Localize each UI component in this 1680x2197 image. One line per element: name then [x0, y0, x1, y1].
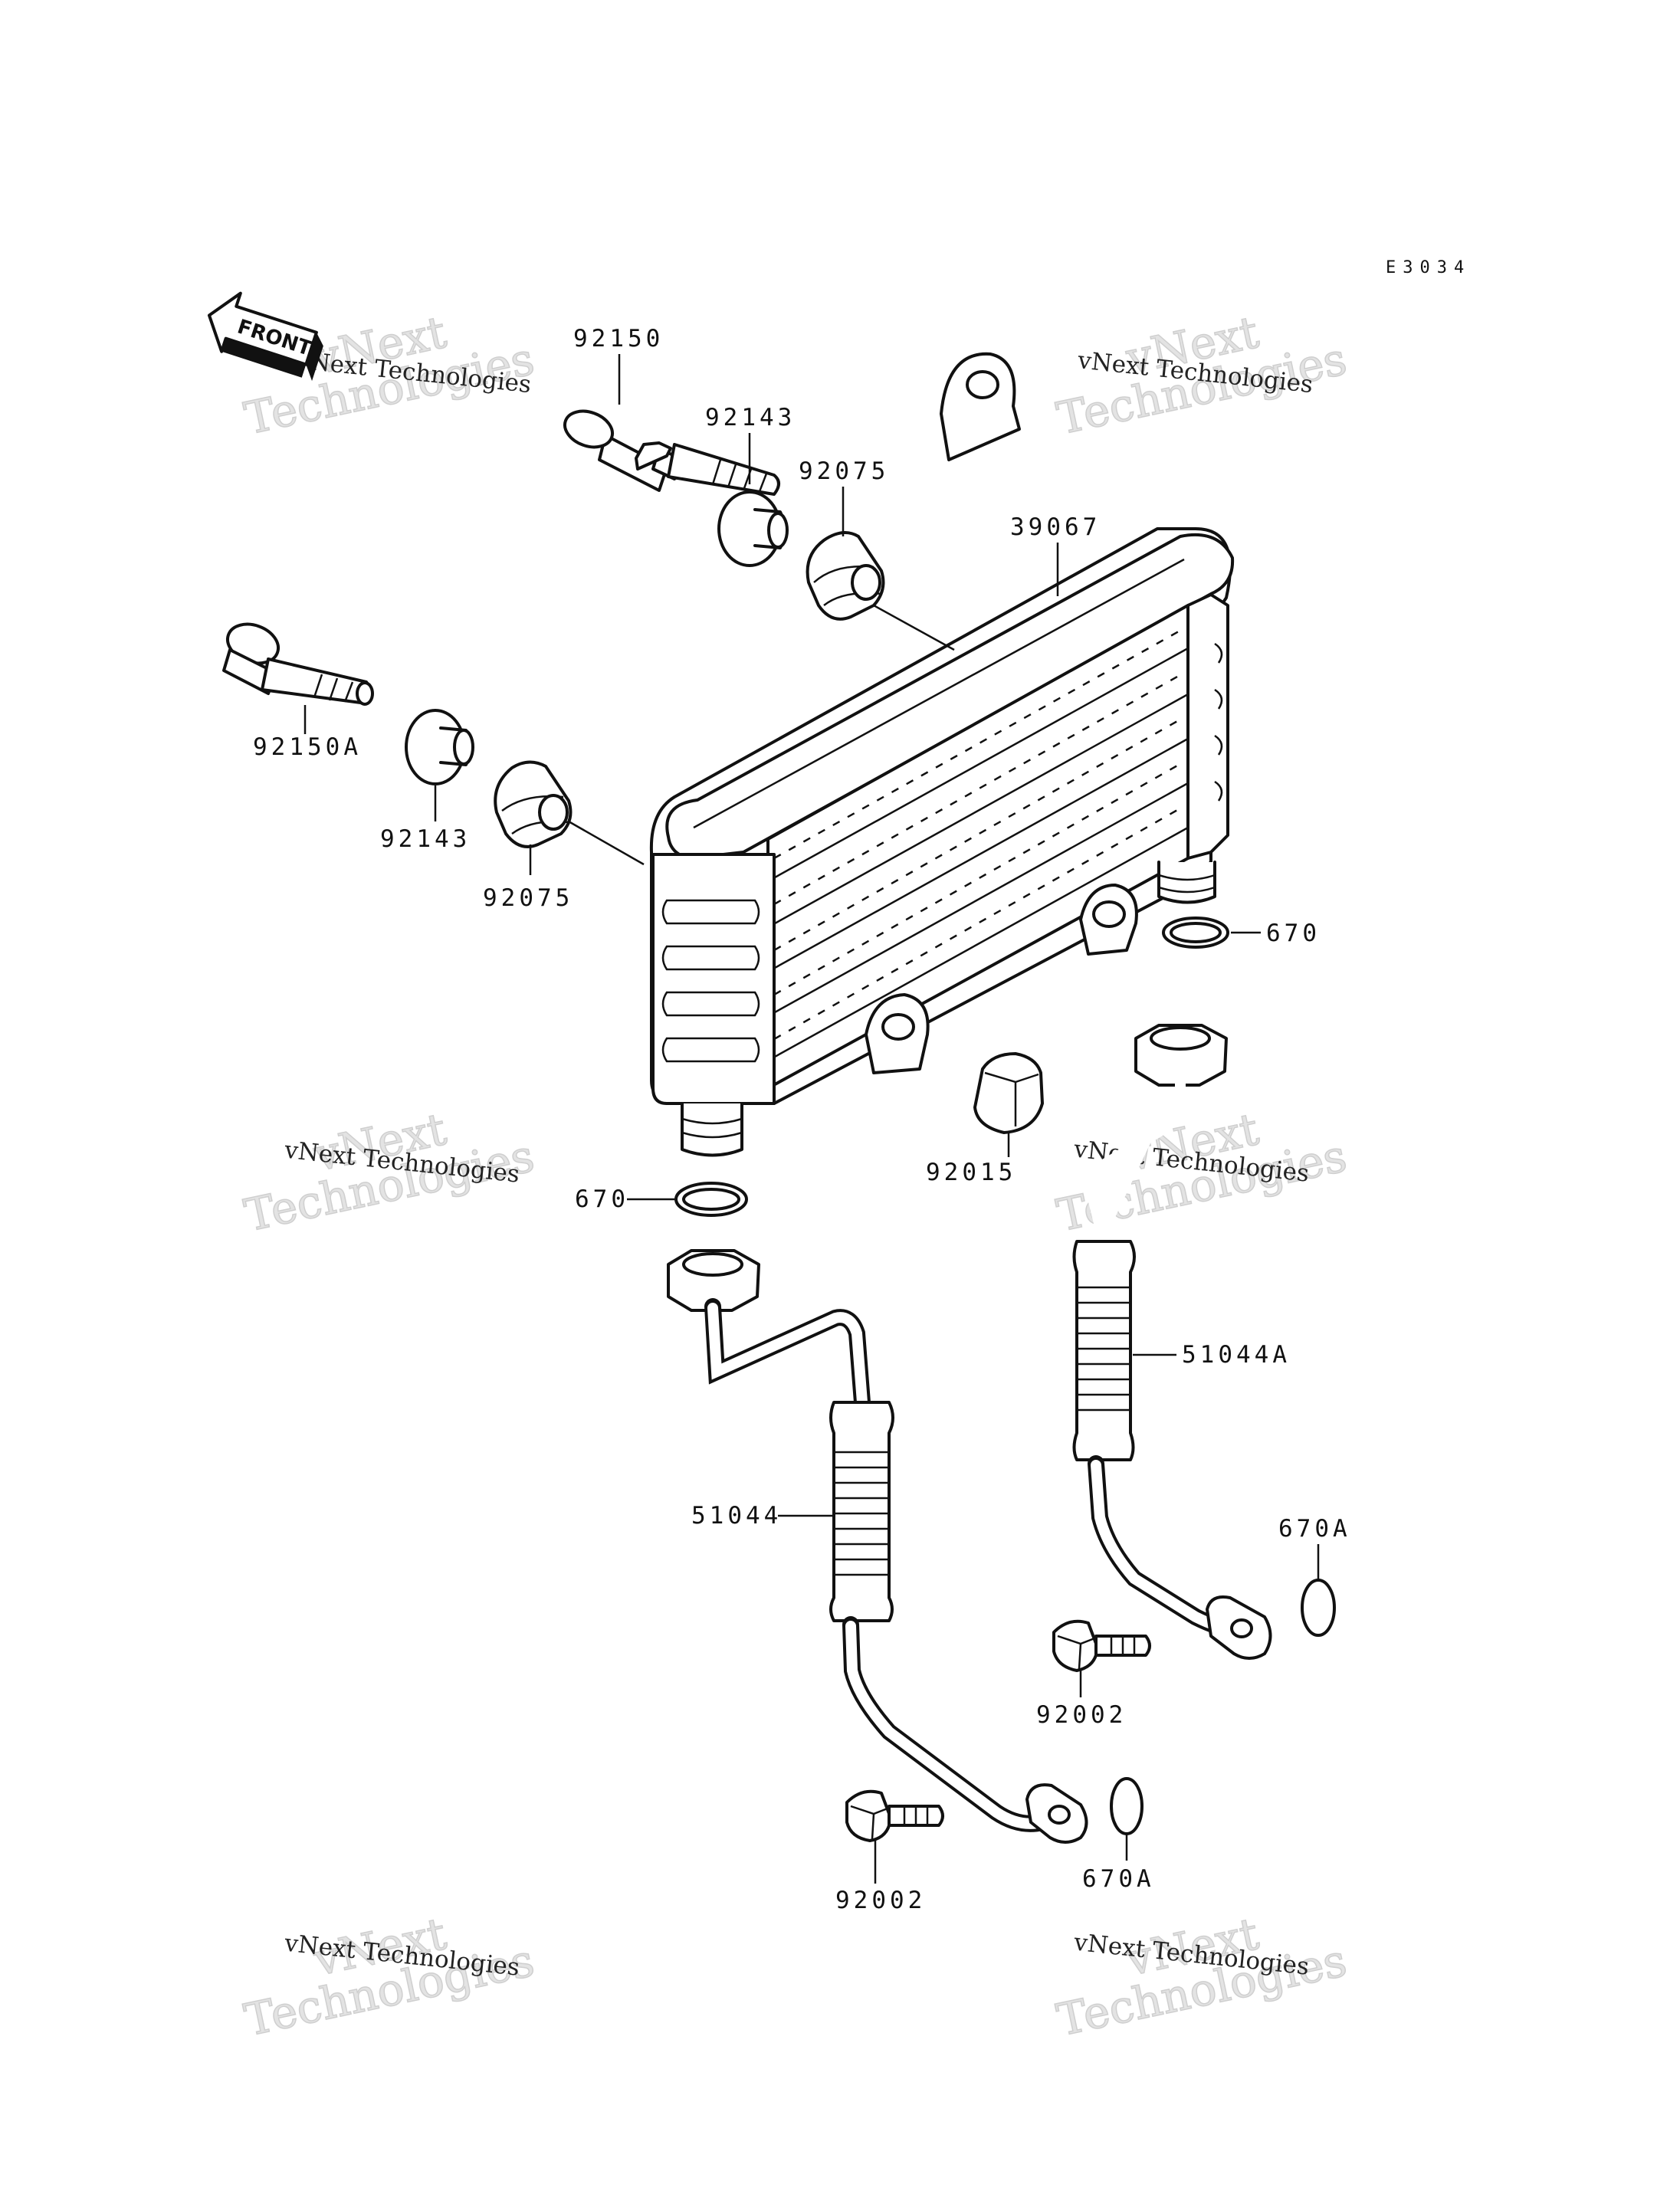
label-51044: 51044 [691, 1502, 782, 1530]
label-670-left: 670 [575, 1185, 629, 1213]
label-92002-lower: 92002 [835, 1887, 926, 1914]
cooler-outlet-right [1157, 861, 1216, 904]
front-arrow-icon: FRONT [207, 291, 323, 382]
label-39067: 39067 [1010, 513, 1101, 541]
o-ring-670A-lower-icon [1110, 1777, 1144, 1835]
oil-cooler-39067 [649, 352, 1235, 1157]
label-92150A: 92150A [253, 733, 362, 761]
collar-92143-top-icon [717, 490, 789, 567]
label-92075-top: 92075 [799, 457, 889, 485]
cap-92015-icon [973, 1052, 1044, 1134]
bolt-92002-lower-icon [845, 1789, 944, 1842]
leader-lines [304, 354, 1320, 1884]
diagram-code: E3034 [1386, 258, 1471, 277]
grommet-92075-left-icon [494, 760, 573, 848]
cooler-outlet-left [681, 1102, 743, 1157]
label-92150: 92150 [573, 325, 664, 353]
label-670A-right: 670A [1278, 1515, 1351, 1543]
label-670A-lower: 670A [1082, 1865, 1155, 1893]
bolt-92150-icon [563, 409, 780, 496]
oil-hose-51044A-icon [1072, 1024, 1272, 1660]
label-92015: 92015 [926, 1159, 1016, 1186]
label-92075-left: 92075 [483, 884, 573, 912]
label-92002-right: 92002 [1036, 1701, 1127, 1729]
label-92143-top: 92143 [705, 404, 796, 431]
collar-92143-left-icon [405, 709, 474, 785]
label-670-right: 670 [1266, 920, 1321, 947]
o-ring-670A-right-icon [1301, 1579, 1336, 1637]
label-51044A: 51044A [1182, 1341, 1291, 1369]
cooler-fins [767, 627, 1189, 1062]
bolt-92150A-icon [222, 622, 374, 706]
part-labels: 92150 92143 92075 39067 92150A 92143 920… [253, 325, 1351, 1914]
label-92143-left: 92143 [380, 825, 471, 853]
oil-hose-51044-icon [667, 1249, 1088, 1844]
grommet-92075-top-icon [806, 531, 885, 621]
bolt-92002-right-icon [1052, 1619, 1151, 1672]
